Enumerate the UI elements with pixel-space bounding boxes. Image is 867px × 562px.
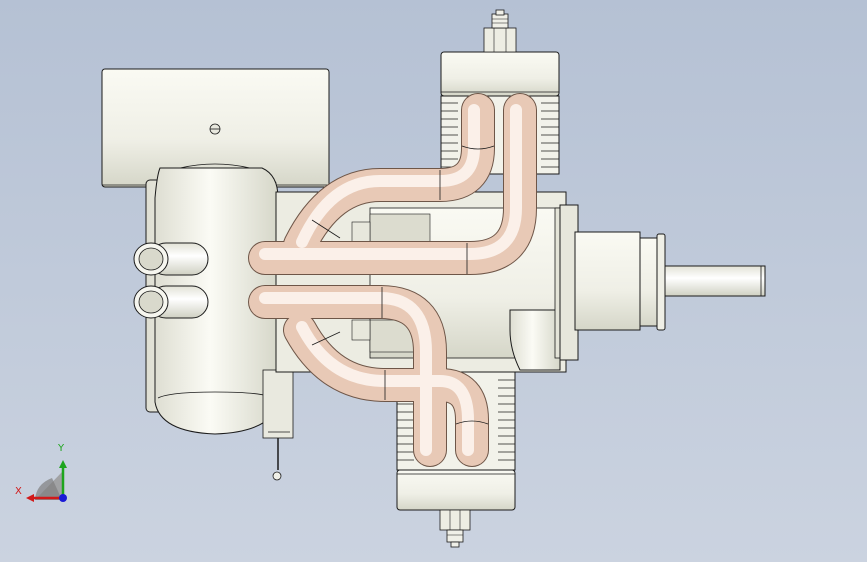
triad-y-label: Y — [58, 443, 65, 454]
propeller-hub[interactable] — [559, 204, 766, 361]
exhaust-headers[interactable] — [248, 93, 537, 467]
exhaust-joints — [311, 145, 495, 425]
spark-plug-bottom[interactable] — [439, 509, 471, 548]
carburetor-mount[interactable] — [145, 163, 279, 435]
cylinder-top-fins — [441, 102, 559, 168]
intake-stubs[interactable] — [133, 242, 209, 319]
triad-x-label: X — [15, 486, 22, 497]
triad-z-axis — [59, 494, 67, 502]
throttle-linkage[interactable] — [262, 369, 294, 481]
coordinate-triad — [26, 460, 67, 502]
spark-plug-top[interactable] — [483, 9, 517, 53]
